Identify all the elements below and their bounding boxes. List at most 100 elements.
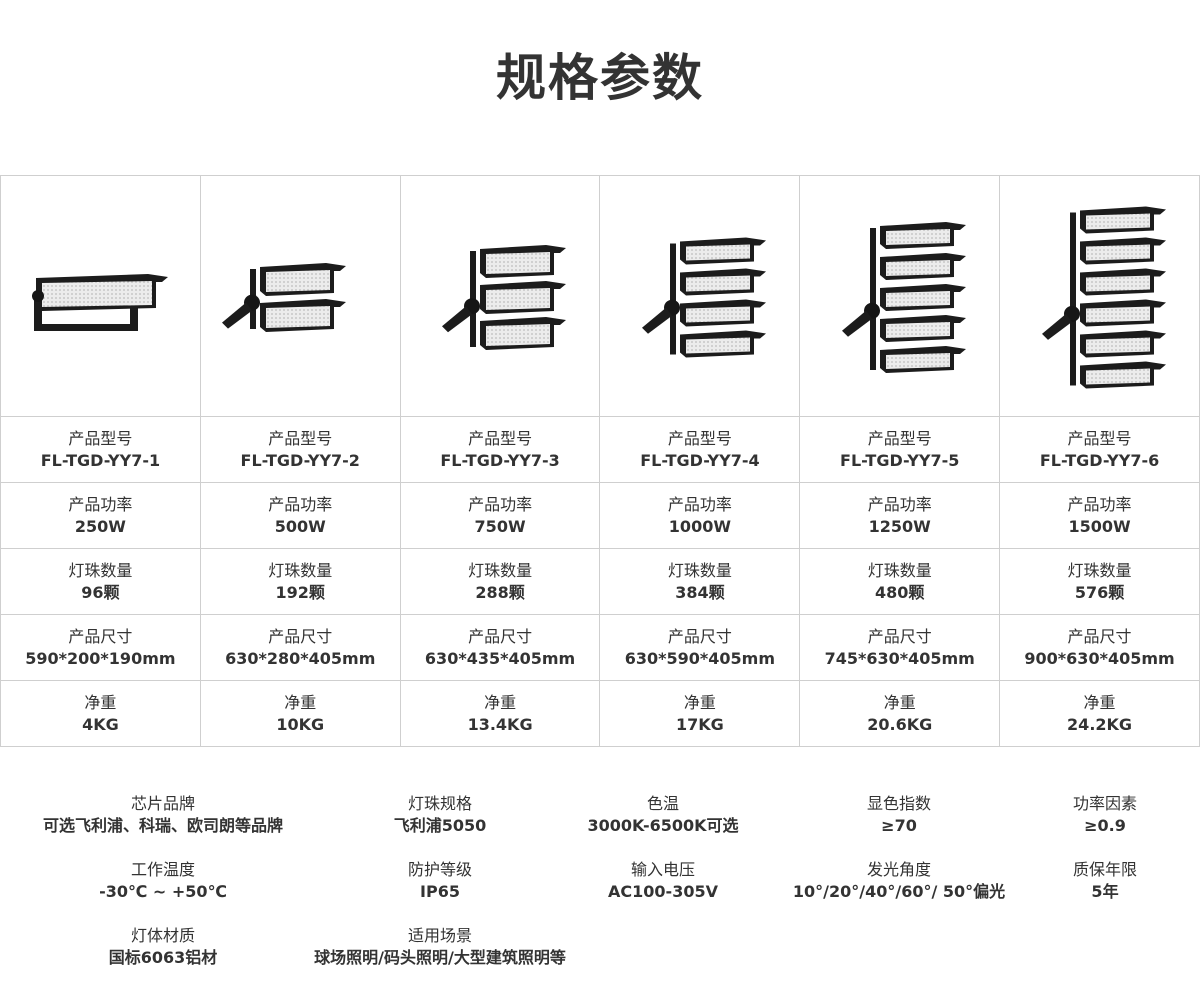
beads-label: 灯珠数量 — [468, 560, 533, 580]
feature-item: 适用场景球场照明/码头照明/大型建筑照明等 — [314, 925, 566, 969]
model-label: 产品型号 — [468, 428, 533, 448]
weight-label: 净重 — [1083, 692, 1116, 712]
power-label: 产品功率 — [68, 494, 133, 514]
model-label: 产品型号 — [867, 428, 932, 448]
size-label: 产品尺寸 — [667, 626, 732, 646]
product-image-cell — [600, 176, 801, 417]
beads-value: 384颗 — [675, 582, 725, 602]
model-value: FL-TGD-YY7-5 — [840, 450, 960, 470]
weight-value: 4KG — [82, 714, 119, 734]
feature-label: 功率因素 — [1072, 794, 1138, 813]
beads-label: 灯珠数量 — [1067, 560, 1132, 580]
power-label: 产品功率 — [667, 494, 732, 514]
feature-label: 灯体材质 — [130, 926, 196, 945]
power-value: 1000W — [668, 516, 731, 536]
weight-value: 10KG — [276, 714, 325, 734]
feature-value: 球场照明/码头照明/大型建筑照明等 — [314, 948, 566, 967]
power-value: 1500W — [1068, 516, 1131, 536]
product-image-cell — [800, 176, 1001, 417]
feature-item: 灯珠规格飞利浦5050 — [394, 793, 487, 837]
product-image-1 — [32, 274, 169, 331]
product-image-5 — [841, 222, 966, 373]
product-image-3 — [442, 245, 567, 350]
feature-value: ≥0.9 — [1084, 816, 1126, 835]
weight-label: 净重 — [683, 692, 716, 712]
product-image-row — [1, 176, 1200, 417]
power-value: 500W — [274, 516, 326, 536]
model-value: FL-TGD-YY7-3 — [440, 450, 560, 470]
model-value: FL-TGD-YY7-6 — [1039, 450, 1160, 470]
feature-value: 10°/20°/40°/60°/ 50°偏光 — [792, 882, 1006, 901]
feature-label: 输入电压 — [630, 860, 696, 879]
beads-label: 灯珠数量 — [667, 560, 732, 580]
size-value: 630*280*405mm — [225, 648, 376, 668]
feature-item: 工作温度-30℃ ~ +50℃ — [99, 859, 227, 903]
beads-label: 灯珠数量 — [867, 560, 932, 580]
feature-label: 显色指数 — [866, 794, 932, 813]
model-label: 产品型号 — [667, 428, 732, 448]
model-label: 产品型号 — [268, 428, 333, 448]
feature-value: 3000K-6500K可选 — [587, 816, 739, 835]
product-image-cell — [400, 176, 601, 417]
page-title: 规格参数 — [496, 49, 704, 107]
power-value: 250W — [74, 516, 126, 536]
feature-value: AC100-305V — [608, 882, 718, 901]
weight-value: 13.4KG — [467, 714, 533, 734]
weight-value: 20.6KG — [867, 714, 933, 734]
model-value: FL-TGD-YY7-4 — [640, 450, 760, 470]
product-image-4 — [641, 237, 766, 358]
beads-value: 192颗 — [275, 582, 325, 602]
beads-value: 288颗 — [475, 582, 525, 602]
size-label: 产品尺寸 — [867, 626, 932, 646]
power-label: 产品功率 — [1067, 494, 1132, 514]
power-label: 产品功率 — [867, 494, 932, 514]
feature-label: 色温 — [646, 794, 679, 813]
product-image-cell — [1000, 176, 1200, 417]
model-value: FL-TGD-YY7-1 — [40, 450, 161, 470]
size-value: 630*435*405mm — [424, 648, 576, 668]
feature-value: ≥70 — [881, 816, 917, 835]
product-image-cell — [1, 176, 201, 417]
size-value: 900*630*405mm — [1024, 648, 1175, 668]
beads-value: 576颗 — [1074, 582, 1125, 602]
feature-label: 适用场景 — [407, 926, 473, 945]
feature-label: 质保年限 — [1072, 860, 1138, 879]
feature-label: 灯珠规格 — [407, 794, 473, 813]
beads-value: 480颗 — [875, 582, 925, 602]
size-label: 产品尺寸 — [268, 626, 333, 646]
weight-label: 净重 — [883, 692, 916, 712]
feature-label: 工作温度 — [130, 860, 195, 879]
product-image-cell — [200, 176, 401, 417]
feature-label: 芯片品牌 — [130, 794, 196, 813]
